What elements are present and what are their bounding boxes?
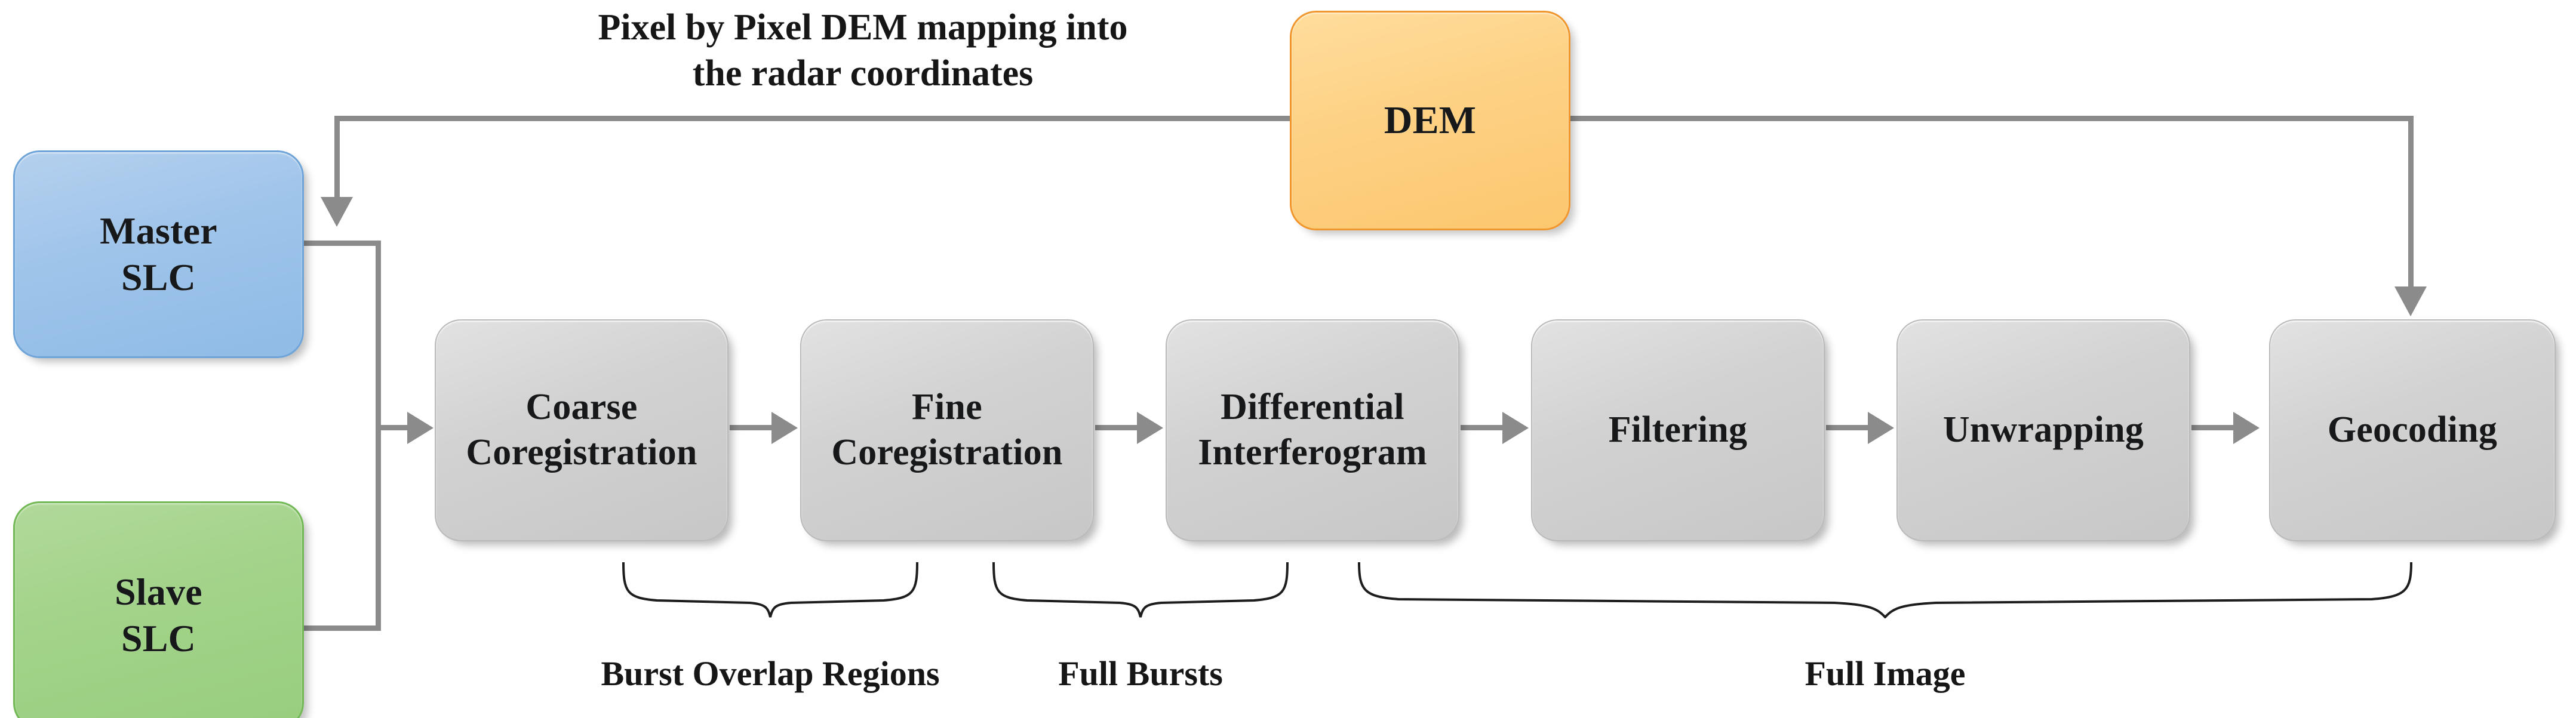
node-unwrapping[interactable]: Unwrapping: [1896, 319, 2190, 541]
arrow-unwrapping-to-geocoding: [2233, 412, 2260, 444]
brace-full-image: [1357, 561, 2414, 618]
node-coarse-coregistration[interactable]: Coarse Coregistration: [435, 319, 728, 541]
node-fine-coregistration-label: Fine Coregistration: [831, 387, 1063, 473]
node-coarse-coregistration-label: Coarse Coregistration: [466, 387, 697, 473]
node-unwrapping-label: Unwrapping: [1942, 409, 2144, 451]
connector-dem-to-left-horizontal: [334, 116, 1292, 121]
node-dem[interactable]: DEM: [1290, 11, 1570, 230]
arrow-dem-into-geocoding: [2394, 286, 2427, 316]
connector-interferogram-to-filtering: [1461, 425, 1504, 430]
arrow-interferogram-to-filtering: [1502, 412, 1529, 444]
brace-burst-overlap-regions: [621, 561, 920, 618]
arrow-dem-into-merge: [321, 197, 353, 227]
group-label-burst-overlap-regions: Burst Overlap Regions: [601, 654, 940, 693]
arrow-filtering-to-unwrapping: [1868, 412, 1894, 444]
dem-mapping-annotation: Pixel by Pixel DEM mapping into the rada…: [598, 7, 1128, 94]
arrow-merge-into-coarse: [407, 412, 434, 444]
node-filtering[interactable]: Filtering: [1531, 319, 1825, 541]
connector-master-stub: [302, 241, 381, 246]
arrow-fine-to-interferogram: [1137, 412, 1163, 444]
connector-dem-left-vertical-drop: [334, 116, 340, 204]
connector-unwrapping-to-geocoding: [2191, 425, 2234, 430]
connector-filtering-to-unwrapping: [1826, 425, 1869, 430]
group-label-full-bursts: Full Bursts: [1058, 654, 1223, 693]
node-geocoding[interactable]: Geocoding: [2269, 319, 2556, 541]
group-label-full-image: Full Image: [1805, 654, 1966, 693]
connector-dem-to-right-horizontal: [1569, 116, 2414, 121]
brace-full-bursts: [991, 561, 1290, 618]
connector-merge-to-coarse: [376, 425, 408, 430]
arrow-coarse-to-fine: [771, 412, 798, 444]
connector-coarse-to-fine: [730, 425, 773, 430]
node-master-slc[interactable]: Master SLC: [13, 150, 304, 358]
node-geocoding-label: Geocoding: [2327, 409, 2498, 451]
connector-fine-to-interferogram: [1095, 425, 1138, 430]
node-filtering-label: Filtering: [1608, 409, 1748, 451]
connector-slave-stub: [302, 625, 381, 631]
node-master-slc-label: Master SLC: [100, 209, 217, 298]
node-dem-label: DEM: [1384, 98, 1477, 142]
node-slave-slc[interactable]: Slave SLC: [13, 501, 304, 718]
node-differential-interferogram[interactable]: Differential Interferogram: [1166, 319, 1459, 541]
node-slave-slc-label: Slave SLC: [115, 570, 202, 660]
connector-dem-right-vertical-drop: [2408, 116, 2414, 291]
node-differential-interferogram-label: Differential Interferogram: [1198, 387, 1427, 473]
connector-merge-bus-vertical: [376, 241, 381, 631]
node-fine-coregistration[interactable]: Fine Coregistration: [800, 319, 1094, 541]
